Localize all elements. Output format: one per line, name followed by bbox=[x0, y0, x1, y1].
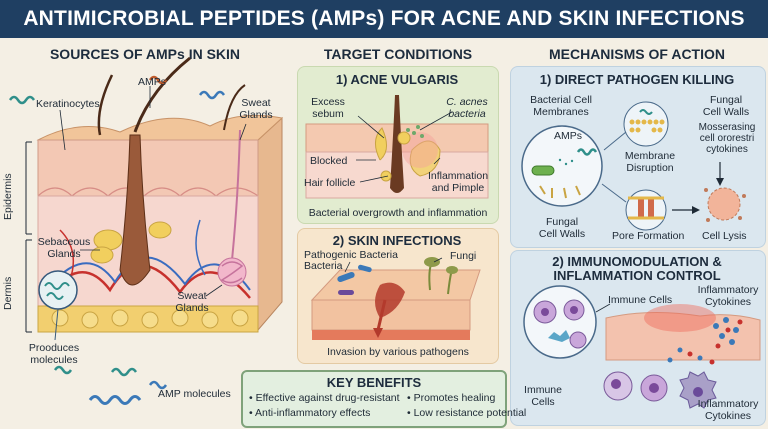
key-benefits-box: KEY BENEFITS • Effective against drug-re… bbox=[241, 370, 526, 428]
mechanisms-title: MECHANISMS OF ACTION bbox=[548, 46, 726, 62]
title-banner bbox=[0, 0, 768, 38]
fungi-label: Fungi bbox=[450, 250, 477, 262]
sources-title: SOURCES OF AMPs IN SKIN bbox=[49, 46, 241, 62]
skin-infections-title: 2) SKIN INFECTIONS bbox=[332, 233, 462, 248]
immunomodulation-title: 2) IMMUNOMODULATION &INFLAMMATION CONTRO… bbox=[552, 254, 722, 283]
immune-cells-top-label: Immune Cells bbox=[608, 294, 673, 306]
pore-formation-label: Pore Formation bbox=[612, 230, 685, 242]
acne-vulgaris-title: 1) ACNE VULGARIS bbox=[335, 72, 459, 87]
key-benefits-title: KEY BENEFITS bbox=[326, 375, 422, 390]
cell-lysis-label: Cell Lysis bbox=[702, 230, 747, 242]
amp-molecules-label: AMP molecules bbox=[158, 388, 231, 400]
benefit-item: • Low resistance potential bbox=[407, 407, 527, 419]
direct-killing-title: 1) DIRECT PATHOGEN KILLING bbox=[539, 72, 735, 87]
benefit-item: • Promotes healing bbox=[407, 392, 496, 404]
amps-label: AMPs bbox=[138, 76, 167, 88]
acne-caption: Bacterial overgrowth and inflammation bbox=[308, 207, 488, 219]
infections-caption: Invasion by various pathogens bbox=[327, 346, 469, 358]
benefit-item: • Effective against drug-resistant bbox=[249, 392, 400, 404]
keratinocytes-label: Keratinocytes bbox=[36, 98, 100, 110]
hair-follicle-label: Hair follicle bbox=[304, 177, 356, 189]
amps-mech-label: AMPs bbox=[554, 130, 583, 142]
page-title: ANTIMICROBIAL PEPTIDES (AMPs) FOR ACNE A… bbox=[23, 7, 745, 30]
blocked-label: Blocked bbox=[310, 155, 348, 167]
benefit-item: • Anti-inflammatory effects bbox=[249, 407, 371, 419]
targets-title: TARGET CONDITIONS bbox=[323, 46, 473, 62]
